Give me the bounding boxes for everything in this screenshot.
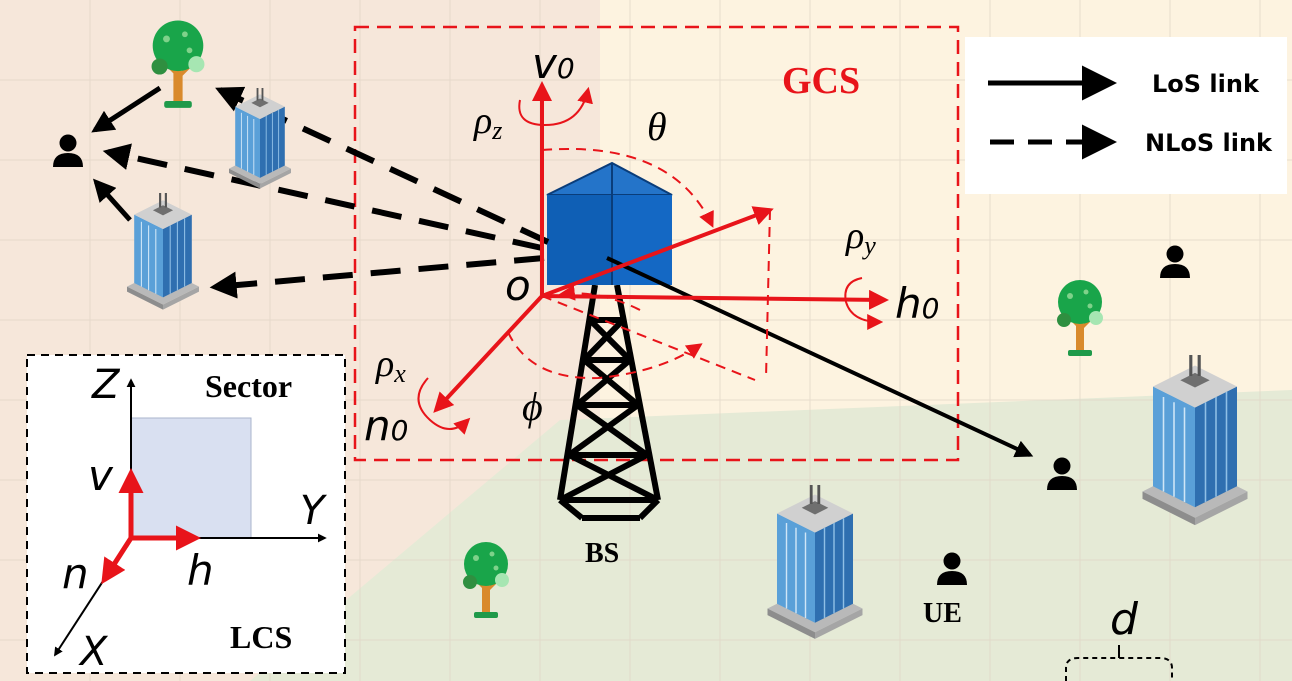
label-origin: o — [505, 261, 531, 310]
label-d: d — [1110, 594, 1139, 645]
phi-arc-return — [558, 284, 641, 311]
label-v0-main: v — [532, 39, 558, 88]
bs-tower-icon — [557, 284, 661, 521]
gcs-box — [353, 25, 960, 462]
phi-arc — [507, 331, 703, 380]
lcs-label-x: X — [78, 629, 109, 675]
label-n0-sub: 0 — [391, 414, 409, 447]
label-v0-sub: 0 — [557, 52, 575, 85]
sector-label: Sector — [205, 368, 292, 404]
lcs-label-z: Z — [91, 362, 121, 408]
label-v0: v0 — [532, 39, 575, 88]
legend: LoS link NLoS link — [965, 37, 1287, 194]
legend-los-label: LoS link — [1152, 70, 1260, 98]
label-rho-x-main: ρ — [375, 343, 394, 385]
los-link — [606, 256, 1034, 458]
label-rho-z-main: ρ — [473, 100, 492, 142]
lcs-axis-n — [101, 536, 134, 585]
theta-arc — [541, 148, 714, 228]
lcs-label-h: h — [187, 546, 214, 595]
label-h0: h0 — [895, 279, 939, 328]
lcs-label-v: v — [88, 451, 114, 500]
bs-antenna-icon — [546, 161, 673, 285]
bs-label: BS — [585, 538, 619, 569]
reflection-arrows — [91, 85, 162, 222]
label-h0-sub: 0 — [922, 292, 940, 325]
label-rho-x: ρx — [375, 343, 406, 388]
label-h0-main: h — [895, 279, 922, 328]
sector-panel — [130, 417, 252, 539]
label-rho-y-sub: y — [861, 231, 876, 260]
label-phi: ϕ — [522, 384, 543, 429]
rho-y-arc — [844, 277, 884, 330]
rho-z-arc — [518, 86, 593, 127]
label-rho-y: ρy — [845, 215, 876, 260]
axis-n0 — [433, 294, 544, 413]
legend-nlos-label: NLoS link — [1145, 129, 1273, 157]
lcs-label-n: n — [62, 549, 89, 598]
beam-direction — [541, 206, 774, 298]
label-rho-z-sub: z — [491, 116, 502, 145]
label-rho-x-sub: x — [393, 359, 406, 388]
gcs-label: GCS — [782, 60, 860, 102]
d-bracket — [1065, 657, 1173, 681]
label-n0-main: n — [364, 401, 391, 450]
label-n0: n0 — [364, 401, 408, 450]
label-rho-z: ρz — [473, 100, 502, 145]
projection-lines — [541, 209, 771, 381]
lcs-inset: Z Y X v h n Sector LCS — [26, 354, 346, 675]
lcs-label-y: Y — [300, 488, 328, 534]
label-rho-y-main: ρ — [845, 215, 864, 257]
lcs-label: LCS — [230, 619, 292, 655]
ue-label: UE — [923, 598, 962, 629]
label-theta: θ — [647, 104, 667, 149]
rho-x-arc — [417, 377, 471, 435]
